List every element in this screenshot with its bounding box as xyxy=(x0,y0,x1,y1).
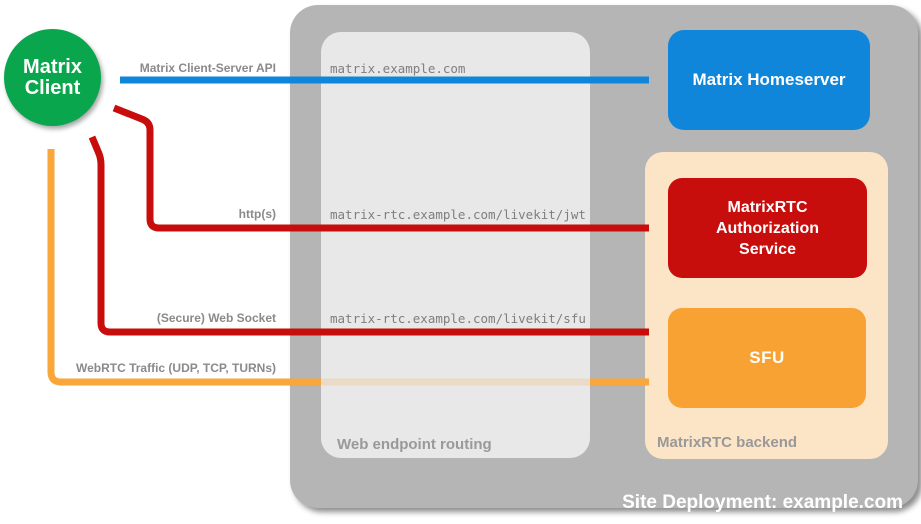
https-arrow xyxy=(112,104,649,232)
https-label: http(s) xyxy=(238,207,276,221)
endpoint-url-homeserver: matrix.example.com xyxy=(330,61,466,76)
site-deployment-label: Site Deployment: example.com xyxy=(622,492,903,513)
sfu-node: SFU xyxy=(668,308,866,408)
matrix-client-label-line2: Client xyxy=(24,76,81,99)
web-endpoint-routing-label: Web endpoint routing xyxy=(337,436,492,453)
endpoint-url-sfu: matrix-rtc.example.com/livekit/sfu xyxy=(330,311,586,326)
sfu-label: SFU xyxy=(749,348,785,367)
matrixrtc-auth-service-label: MatrixRTC Authorization Service xyxy=(715,198,820,258)
matrixrtc-backend-label: MatrixRTC backend xyxy=(657,434,798,451)
webrtc-label: WebRTC Traffic (UDP, TCP, TURNs) xyxy=(75,361,276,375)
websocket-label: (Secure) Web Socket xyxy=(156,311,276,325)
matrix-client-node: Matrix Client xyxy=(4,29,101,126)
matrix-client-label-line1: Matrix xyxy=(23,55,82,78)
websocket-arrow xyxy=(88,135,649,336)
matrix-homeserver-label: Matrix Homeserver xyxy=(692,70,846,89)
endpoint-url-jwt: matrix-rtc.example.com/livekit/jwt xyxy=(330,207,586,222)
matrix-homeserver-node: Matrix Homeserver xyxy=(668,30,870,130)
webrtc-arrow xyxy=(47,149,321,386)
client-server-api-label: Matrix Client-Server API xyxy=(139,61,276,75)
matrixrtc-auth-service-node: MatrixRTC Authorization Service xyxy=(668,178,867,278)
web-endpoint-routing-box xyxy=(321,32,590,458)
